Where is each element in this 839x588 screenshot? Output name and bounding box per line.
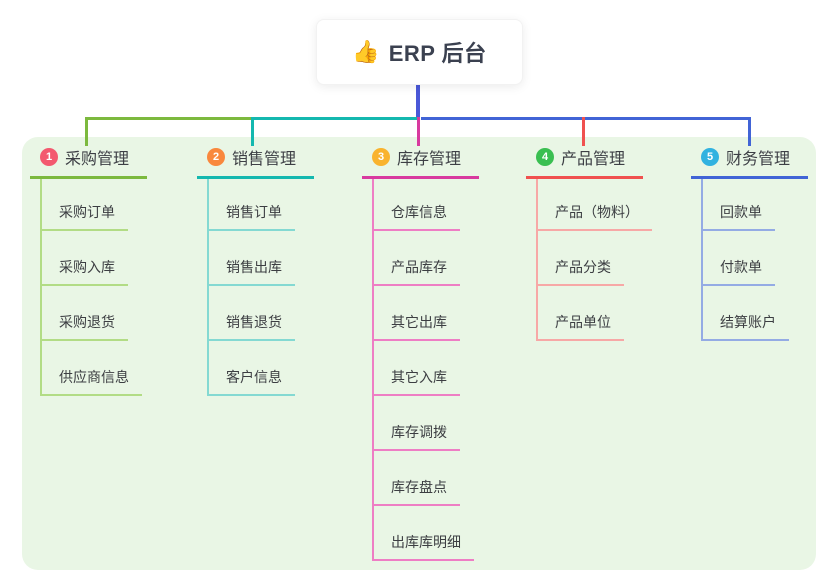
- sub-node-label[interactable]: 采购订单: [42, 202, 128, 231]
- branch-3: 3 库存管理 仓库信息 产品库存 其它出库 其它入库 库存调拨 库存盘点 出库库…: [362, 143, 479, 561]
- sub-node-row: 销售订单: [209, 179, 314, 231]
- root-node[interactable]: 👍 ERP 后台: [316, 19, 523, 85]
- sub-node-row: 采购入库: [42, 231, 147, 286]
- branch-2: 2 销售管理 销售订单 销售出库 销售退货 客户信息: [197, 143, 314, 396]
- sub-node-label[interactable]: 产品分类: [538, 257, 624, 286]
- branch-label: 财务管理: [726, 151, 791, 168]
- sub-node-label[interactable]: 结算账户: [703, 312, 789, 341]
- branch-index-badge: 2: [207, 148, 225, 166]
- sub-node-row: 产品单位: [538, 286, 652, 341]
- sub-node-row: 回款单: [703, 179, 808, 231]
- connector-drop-2: [251, 117, 254, 146]
- branch-label: 库存管理: [397, 151, 462, 168]
- sub-node-row: 其它出库: [374, 286, 479, 341]
- sub-node-label[interactable]: 仓库信息: [374, 202, 460, 231]
- sub-node-label[interactable]: 采购入库: [42, 257, 128, 286]
- branch-children-list: 销售订单 销售出库 销售退货 客户信息: [207, 179, 314, 396]
- connector-rail-left-1: [85, 117, 254, 120]
- sub-node-label[interactable]: 销售出库: [209, 257, 295, 286]
- sub-node-row: 销售出库: [209, 231, 314, 286]
- sub-node-label[interactable]: 产品（物料）: [538, 202, 652, 231]
- connector-drop-4: [582, 117, 585, 146]
- branch-index-badge: 5: [701, 148, 719, 166]
- sub-node-label[interactable]: 回款单: [703, 202, 775, 231]
- branch-title-node[interactable]: 4 产品管理: [526, 143, 643, 179]
- branch-5: 5 财务管理 回款单 付款单 结算账户: [691, 143, 808, 341]
- sub-node-label[interactable]: 库存盘点: [374, 477, 460, 506]
- branch-label: 采购管理: [65, 151, 130, 168]
- sub-node-row: 产品分类: [538, 231, 652, 286]
- branches-panel: [22, 137, 816, 570]
- sub-node-row: 仓库信息: [374, 179, 479, 231]
- branch-children-list: 采购订单 采购入库 采购退货 供应商信息: [40, 179, 147, 396]
- sub-node-label[interactable]: 采购退货: [42, 312, 128, 341]
- sub-node-label[interactable]: 产品库存: [374, 257, 460, 286]
- branch-title-node[interactable]: 2 销售管理: [197, 143, 314, 179]
- connector-rail-left-2: [251, 117, 417, 120]
- branch-children-list: 回款单 付款单 结算账户: [701, 179, 808, 341]
- root-node-label: ERP 后台: [388, 41, 487, 66]
- sub-node-row: 供应商信息: [42, 341, 147, 396]
- branch-label: 销售管理: [232, 151, 297, 168]
- sub-node-row: 出库库明细: [374, 506, 479, 561]
- branch-1: 1 采购管理 采购订单 采购入库 采购退货 供应商信息: [30, 143, 147, 396]
- branch-index-badge: 3: [372, 148, 390, 166]
- branch-title-node[interactable]: 5 财务管理: [691, 143, 808, 179]
- sub-node-row: 结算账户: [703, 286, 808, 341]
- sub-node-label[interactable]: 销售订单: [209, 202, 295, 231]
- sub-node-label[interactable]: 客户信息: [209, 367, 295, 396]
- sub-node-label[interactable]: 产品单位: [538, 312, 624, 341]
- branch-index-badge: 1: [40, 148, 58, 166]
- branch-label: 产品管理: [561, 151, 626, 168]
- sub-node-label[interactable]: 其它出库: [374, 312, 460, 341]
- thumbs-up-icon: 👍: [352, 39, 380, 64]
- sub-node-row: 付款单: [703, 231, 808, 286]
- connector-drop-5: [748, 117, 751, 146]
- sub-node-row: 其它入库: [374, 341, 479, 396]
- sub-node-row: 库存调拨: [374, 396, 479, 451]
- sub-node-row: 销售退货: [209, 286, 314, 341]
- sub-node-label[interactable]: 出库库明细: [374, 532, 474, 561]
- connector-rail-right: [421, 117, 751, 120]
- branch-children-list: 产品（物料） 产品分类 产品单位: [536, 179, 652, 341]
- sub-node-label[interactable]: 库存调拨: [374, 422, 460, 451]
- connector-root-stem: [416, 84, 420, 120]
- connector-drop-3: [417, 117, 420, 146]
- sub-node-row: 产品库存: [374, 231, 479, 286]
- sub-node-label[interactable]: 销售退货: [209, 312, 295, 341]
- sub-node-row: 库存盘点: [374, 451, 479, 506]
- sub-node-label[interactable]: 供应商信息: [42, 367, 142, 396]
- sub-node-row: 客户信息: [209, 341, 314, 396]
- sub-node-row: 产品（物料）: [538, 179, 652, 231]
- branch-title-node[interactable]: 3 库存管理: [362, 143, 479, 179]
- branch-title-node[interactable]: 1 采购管理: [30, 143, 147, 179]
- sub-node-label[interactable]: 其它入库: [374, 367, 460, 396]
- sub-node-row: 采购订单: [42, 179, 147, 231]
- sub-node-label[interactable]: 付款单: [703, 257, 775, 286]
- branch-index-badge: 4: [536, 148, 554, 166]
- branch-children-list: 仓库信息 产品库存 其它出库 其它入库 库存调拨 库存盘点 出库库明细: [372, 179, 479, 561]
- connector-drop-1: [85, 117, 88, 146]
- branch-4: 4 产品管理 产品（物料） 产品分类 产品单位: [526, 143, 652, 341]
- sub-node-row: 采购退货: [42, 286, 147, 341]
